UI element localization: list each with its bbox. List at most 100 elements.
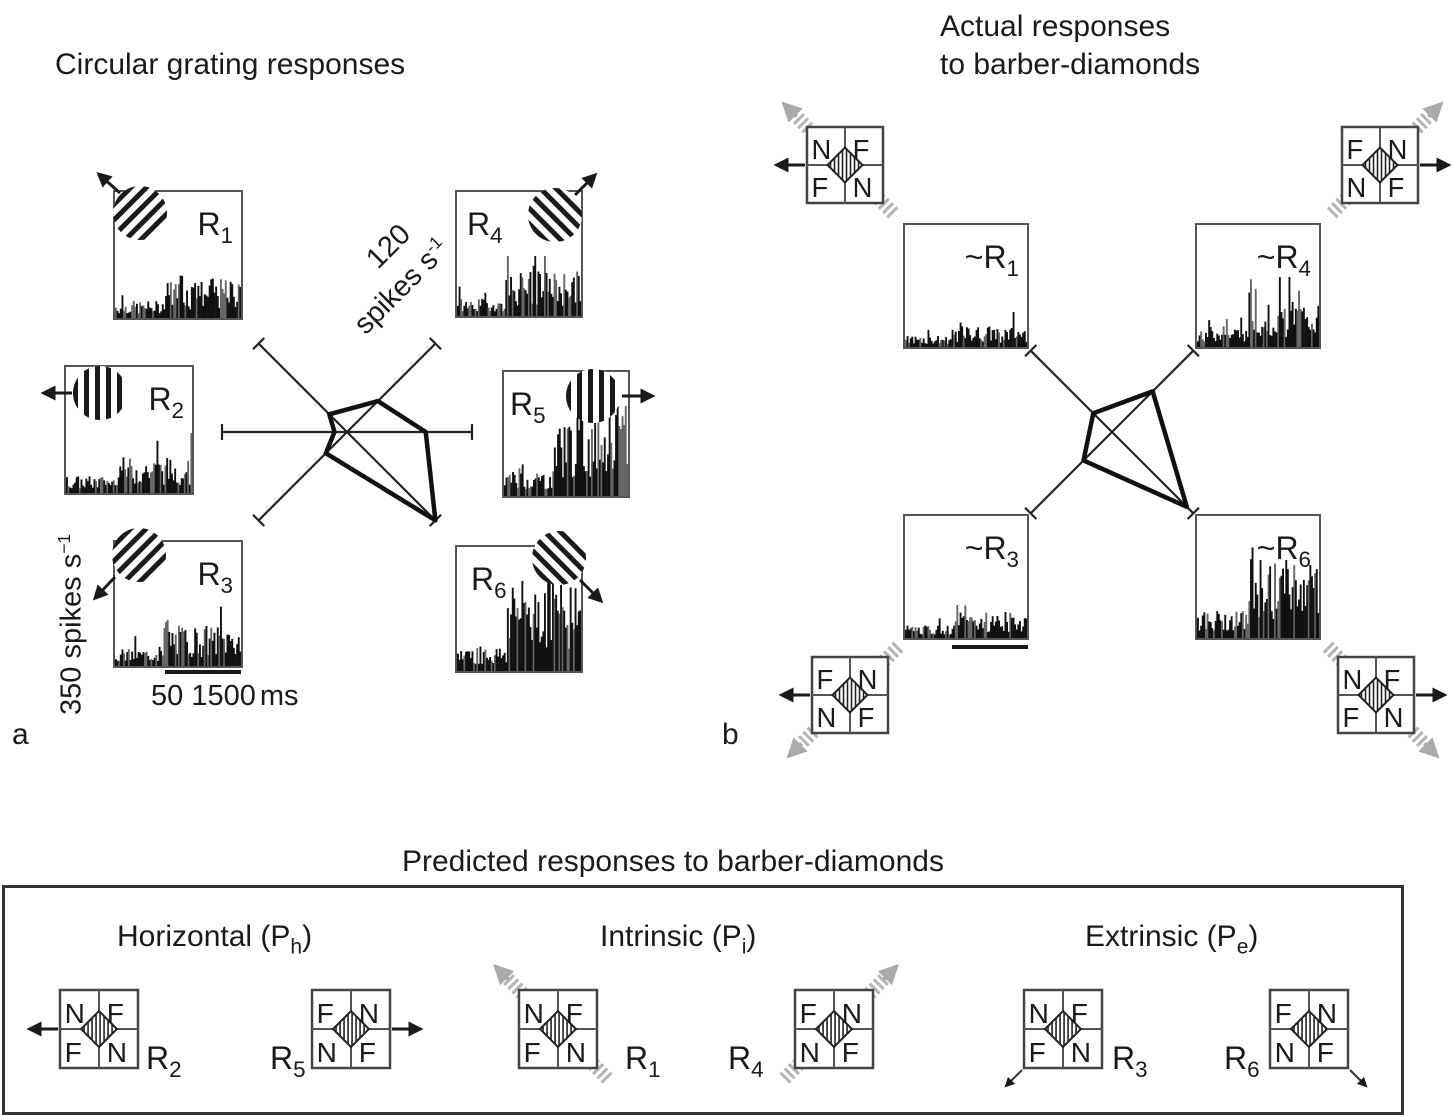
histogram-bar	[199, 296, 201, 318]
histogram-bar	[192, 287, 195, 318]
histogram-bar	[1200, 331, 1203, 347]
histogram-bar	[1251, 547, 1254, 638]
histogram-bar	[542, 631, 545, 671]
histogram-bar	[1023, 618, 1026, 638]
quadrant-label: N	[107, 1037, 127, 1068]
histogram-bar	[1200, 625, 1203, 638]
histogram-bar	[142, 305, 145, 318]
histogram-bar	[186, 642, 188, 666]
histogram-bar	[940, 633, 943, 638]
tuning-vertex	[324, 451, 328, 455]
histogram-bar	[486, 657, 488, 671]
histogram-bar	[1264, 602, 1267, 638]
histogram-bar	[503, 308, 506, 316]
histogram-bar	[586, 471, 588, 496]
quadrant-label: F	[1071, 998, 1088, 1029]
histogram-bar	[515, 483, 518, 496]
histogram-bar	[1272, 327, 1275, 347]
histogram-bar	[152, 311, 155, 318]
histogram-bar	[911, 336, 914, 347]
histogram-bar	[1266, 599, 1268, 638]
histogram-bar	[988, 326, 991, 347]
histogram-bar	[994, 621, 997, 638]
histogram-bar	[1253, 608, 1256, 638]
histogram-bar	[186, 290, 188, 318]
psth-label: ~R4	[1256, 239, 1311, 281]
histogram-bar	[187, 306, 190, 318]
histogram-bar	[974, 620, 976, 638]
histogram-bar	[468, 305, 471, 316]
histogram-bar	[114, 485, 117, 493]
histogram-bar	[945, 337, 947, 347]
histogram-bar	[618, 426, 621, 496]
histogram-bar	[120, 470, 123, 493]
histogram-bar	[1312, 588, 1315, 638]
histogram-bar	[1288, 594, 1291, 638]
histogram-bar	[932, 343, 935, 347]
histogram-bar	[169, 459, 172, 493]
histogram-bar	[468, 651, 471, 671]
histogram-bar	[1282, 568, 1284, 638]
histogram-bar	[571, 282, 574, 316]
histogram-bar	[145, 466, 148, 493]
histogram-bar	[523, 288, 525, 316]
histogram-bar	[99, 477, 102, 493]
histogram-bar	[239, 286, 241, 318]
histogram-bar	[1001, 626, 1004, 638]
histogram-bar	[917, 627, 920, 638]
spike-histogram	[905, 605, 1027, 638]
histogram-bar	[1262, 611, 1265, 638]
histogram-bar	[174, 284, 177, 318]
histogram-bar	[569, 587, 572, 671]
histogram-bar	[237, 637, 240, 666]
histogram-bar	[489, 657, 492, 671]
histogram-bar	[1243, 341, 1246, 347]
histogram-bar	[558, 613, 561, 671]
histogram-bar	[956, 605, 959, 638]
histogram-bar	[929, 337, 931, 347]
histogram-bar	[624, 406, 627, 496]
histogram-bar	[492, 663, 495, 671]
histogram-bar	[561, 607, 564, 671]
histogram-bar	[566, 291, 569, 316]
histogram-bar	[236, 644, 239, 666]
histogram-bar	[124, 660, 127, 666]
histogram-bar	[1269, 335, 1272, 347]
histogram-bar	[1301, 611, 1304, 638]
histogram-bar	[95, 481, 97, 493]
histogram-bar	[1002, 631, 1005, 638]
histogram-bar	[975, 625, 978, 638]
histogram-bar	[202, 645, 205, 666]
histogram-bar	[134, 636, 137, 666]
histogram-bar	[916, 630, 919, 638]
histogram-bar	[218, 635, 221, 666]
histogram-bar	[1216, 611, 1219, 638]
histogram-bar	[615, 415, 617, 496]
histogram-bar	[508, 474, 511, 496]
quadrant-label: F	[858, 702, 875, 733]
histogram-bar	[1307, 580, 1310, 638]
histogram-bar	[138, 481, 141, 493]
histogram-bar	[524, 602, 527, 671]
histogram-bar	[189, 652, 192, 666]
histogram-bar	[550, 487, 553, 496]
histogram-bar	[466, 308, 469, 316]
histogram-bar	[566, 428, 569, 496]
histogram-bar	[173, 289, 176, 318]
histogram-bar	[571, 622, 574, 671]
histogram-bar	[1203, 612, 1206, 638]
histogram-bar	[115, 307, 117, 318]
histogram-bar	[129, 458, 131, 493]
histogram-bar	[566, 624, 569, 671]
histogram-bar	[511, 289, 514, 316]
histogram-bar	[978, 623, 981, 638]
histogram-bar	[1291, 587, 1294, 638]
histogram-bar	[919, 633, 922, 638]
histogram-bar	[1241, 611, 1244, 638]
histogram-bar	[518, 468, 521, 496]
histogram-bar	[1015, 629, 1018, 638]
histogram-bar	[168, 631, 171, 666]
quadrant-label: F	[1343, 702, 1360, 733]
histogram-bar	[506, 256, 509, 316]
quadrant-label: N	[317, 1037, 337, 1068]
